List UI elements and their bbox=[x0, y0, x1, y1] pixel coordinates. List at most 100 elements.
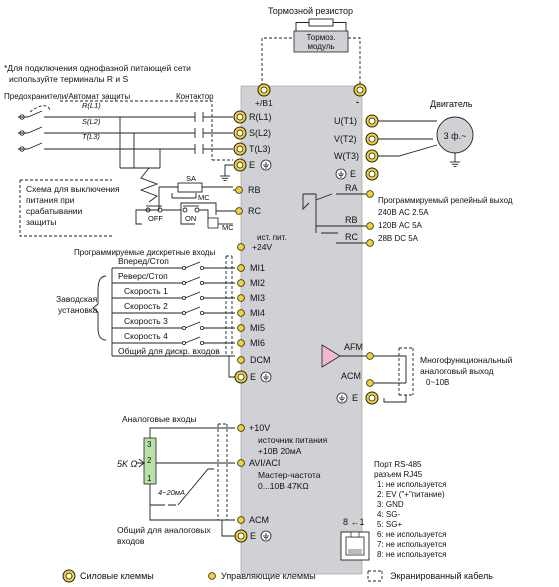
analog-common-line1: Общий для аналоговых bbox=[117, 525, 211, 535]
protection-text-line1: Схема для выключения bbox=[26, 184, 120, 194]
legend-shield-icon bbox=[367, 570, 383, 582]
supply-label-line2: +24V bbox=[252, 242, 272, 252]
afm-desc-line1: Многофункциональный bbox=[420, 355, 513, 365]
terminal-mi1 bbox=[237, 264, 245, 272]
current-label: 4~20мА bbox=[158, 488, 185, 497]
protection-sa-label: SA bbox=[186, 174, 196, 183]
terminal-mi5 bbox=[237, 324, 245, 332]
phase-label-r: R(L1) bbox=[82, 101, 101, 110]
rs485-pin-2: 2: EV ("+"питание) bbox=[377, 490, 445, 499]
relay-spec2: 120В АС 5А bbox=[378, 221, 423, 230]
analog-inputs-title: Анaлоговые входы bbox=[122, 414, 197, 424]
label-pb1: +/B1 bbox=[255, 98, 273, 108]
terminal-afm bbox=[366, 352, 374, 360]
terminal-acm-in bbox=[237, 516, 245, 524]
di-shield bbox=[225, 255, 233, 357]
label-s: S(L2) bbox=[249, 128, 271, 138]
brake-module-line1: Тормоз. bbox=[307, 33, 336, 42]
label-e-output: E bbox=[350, 169, 356, 179]
brake-dashed-box bbox=[261, 37, 361, 86]
fuses-label: Предохранители/Автомат защиты bbox=[4, 92, 130, 101]
di-wiring bbox=[111, 261, 235, 357]
label-ra: RA bbox=[345, 183, 358, 193]
ai-shield bbox=[217, 423, 228, 521]
label-e-dcm: E bbox=[250, 372, 256, 382]
legend-shield-label: Экранированный кабель bbox=[390, 571, 493, 581]
terminal-rb-relay bbox=[366, 222, 374, 230]
terminal-rc bbox=[235, 207, 243, 215]
ground-icon bbox=[260, 371, 272, 383]
protection-mc-label-bottom: MC bbox=[222, 223, 234, 232]
brake-module-box bbox=[293, 30, 349, 53]
label-avi-desc1: Мастер-частота bbox=[258, 470, 321, 480]
rs485-pin-3: 3: GND bbox=[377, 500, 404, 509]
relay-title: Программируемый релейный выход bbox=[378, 196, 513, 205]
terminal-s bbox=[233, 126, 247, 140]
label-10v-desc2: +10В 20мА bbox=[258, 446, 302, 456]
terminal-rc-relay bbox=[366, 239, 374, 247]
protection-text-line3: срабатывании bbox=[26, 206, 83, 216]
terminal-24v bbox=[237, 243, 245, 251]
rs485-pin-1: 1: не используется bbox=[377, 480, 446, 489]
terminal-label-mi6: MI6 bbox=[250, 338, 265, 348]
rs485-pin-4: 4: SG- bbox=[377, 510, 400, 519]
label-acm-out: ACM bbox=[341, 371, 361, 381]
phase-label-s: S(L2) bbox=[82, 117, 101, 126]
protection-relay-logic bbox=[135, 182, 233, 229]
label-u: U(T1) bbox=[334, 116, 357, 126]
terminal-dcm bbox=[237, 356, 245, 364]
legend-power-icon bbox=[62, 569, 76, 583]
brake-resistor-label: Тормозной резистор bbox=[268, 6, 353, 16]
label-e-input: E bbox=[249, 160, 255, 170]
di-label-4: Скорость 2 bbox=[124, 301, 168, 311]
terminal-minus bbox=[353, 83, 367, 97]
rs485-pin-6: 6: не используется bbox=[377, 530, 446, 539]
legend-control-label: Управляющие клеммы bbox=[221, 571, 316, 581]
terminal-e-output bbox=[365, 167, 379, 181]
label-minus: - bbox=[356, 97, 359, 107]
rs485-pin-5: 5: SG+ bbox=[377, 520, 402, 529]
protection-dashed-box bbox=[19, 179, 112, 237]
terminal-v bbox=[365, 132, 379, 146]
protection-text-line2: питания при bbox=[26, 195, 75, 205]
legend-power-label: Силовые клеммы bbox=[80, 571, 154, 581]
digital-inputs-title: Программируемые дискретные входы bbox=[74, 248, 215, 257]
phase-label-t: T(L3) bbox=[82, 132, 100, 141]
label-rc: RC bbox=[248, 206, 261, 216]
terminal-r bbox=[233, 110, 247, 124]
terminal-w bbox=[365, 149, 379, 163]
rs485-pin-7: 7: не используется bbox=[377, 540, 446, 549]
rj45-port-icon bbox=[340, 531, 370, 561]
terminal-mi3 bbox=[237, 294, 245, 302]
terminal-ra bbox=[366, 190, 374, 198]
rs485-title-line1: Порт RS-485 bbox=[374, 460, 422, 469]
protection-on-label: ON bbox=[185, 214, 196, 223]
terminal-acm-out bbox=[366, 379, 374, 387]
fuses-dashed-box bbox=[60, 100, 213, 160]
label-r: R(L1) bbox=[249, 112, 272, 122]
di-common-label: Общий для дискр. входов bbox=[118, 346, 220, 356]
pot-pin1: 1 bbox=[147, 474, 152, 483]
label-e-afm: E bbox=[352, 393, 358, 403]
ground-icon bbox=[219, 171, 231, 181]
legend-control-icon bbox=[208, 572, 216, 580]
brake-resistor-symbol bbox=[308, 18, 334, 27]
protection-mc-label-top: MC bbox=[198, 193, 210, 202]
label-rc-relay: RC bbox=[345, 232, 358, 242]
afm-amplifier-icon bbox=[321, 344, 341, 368]
terminal-mi4 bbox=[237, 309, 245, 317]
label-avi: AVI/ACI bbox=[249, 458, 280, 468]
label-avi-desc2: 0...10В 47KΩ bbox=[258, 481, 309, 491]
supply-label-line1: ист. пит. bbox=[257, 233, 287, 242]
protection-off-label: OFF bbox=[148, 214, 163, 223]
terminal-t bbox=[233, 142, 247, 156]
terminal-label-mi4: MI4 bbox=[250, 308, 265, 318]
terminal-avi bbox=[237, 459, 245, 467]
label-10v-desc1: источник питания bbox=[258, 435, 328, 445]
di-label-1: Вперед/Стоп bbox=[118, 256, 169, 266]
label-rb-relay: RB bbox=[345, 215, 358, 225]
terminal-e-input bbox=[233, 158, 247, 172]
terminal-label-dcm: DCM bbox=[250, 355, 271, 365]
label-afm: AFM bbox=[344, 342, 363, 352]
